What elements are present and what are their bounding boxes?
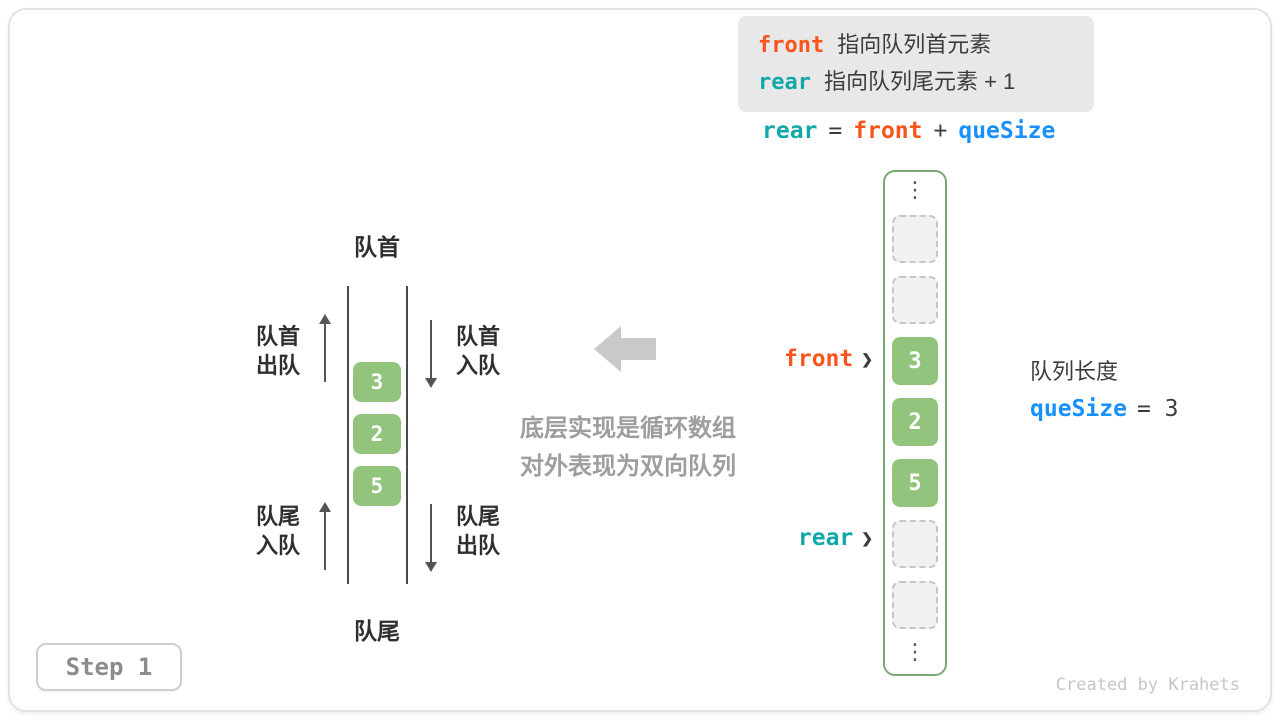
step-label: Step 1: [65, 653, 153, 681]
arrow-down-icon: [425, 504, 437, 572]
implementation-note-line2: 对外表现为双向队列: [520, 453, 736, 480]
arrow-down-icon: [425, 320, 437, 388]
array-cell-front: 3: [892, 337, 938, 385]
big-left-arrow-bar: [621, 338, 656, 360]
quesize-value: = 3: [1136, 396, 1179, 422]
array-cell-rear: [892, 520, 938, 568]
arrow-up-icon: [319, 502, 331, 570]
tail-dequeue-label: 队尾 出队: [446, 502, 510, 560]
deque-cell: 5: [353, 466, 401, 506]
equation-quesize: queSize: [958, 118, 1056, 144]
pointer-arrow-icon: ❯: [861, 351, 873, 367]
deque-head-label: 队首: [354, 234, 400, 260]
head-enqueue-line1: 队首: [455, 324, 500, 349]
deque-cell: 2: [353, 414, 401, 454]
quesize-keyword: queSize: [1030, 396, 1127, 422]
implementation-note: 底层实现是循环数组 对外表现为双向队列: [490, 410, 766, 486]
deque-tail-label: 队尾: [354, 618, 400, 644]
tail-enqueue-label: 队尾 入队: [246, 502, 310, 560]
front-pointer-label: front ❯: [763, 345, 873, 373]
legend-box: front 指向队列首元素 rear 指向队列尾元素 + 1: [738, 16, 1094, 112]
queue-length-label: 队列长度: [1030, 359, 1119, 384]
array-cell-empty: [892, 581, 938, 629]
canvas-card: [8, 8, 1272, 712]
tail-dequeue-line2: 出队: [455, 533, 500, 558]
rear-pointer-text: rear: [797, 525, 854, 551]
rear-equation: rear = front + queSize: [762, 118, 1055, 144]
rear-definition-text: 指向队列尾元素 + 1: [823, 69, 1016, 94]
circular-array: ⋮ 3 2 5 ⋮: [883, 170, 947, 676]
array-cell-empty: [892, 276, 938, 324]
equation-equals: =: [828, 118, 843, 144]
front-keyword: front: [758, 33, 825, 58]
head-dequeue-line2: 出队: [255, 353, 300, 378]
rear-pointer-label: rear ❯: [763, 524, 873, 552]
rear-definition-line: rear 指向队列尾元素 + 1: [758, 64, 1074, 101]
front-definition-line: front 指向队列首元素: [758, 27, 1074, 64]
big-left-arrow-icon: [594, 326, 656, 372]
quesize-value-line: queSize = 3: [1030, 396, 1178, 422]
equation-plus: +: [933, 118, 948, 144]
pointer-arrow-icon: ❯: [861, 530, 873, 546]
deque-cell: 3: [353, 362, 401, 402]
head-dequeue-label: 队首 出队: [246, 322, 310, 380]
credit-text: Created by Krahets: [1055, 675, 1240, 695]
deque-line-right: [406, 286, 408, 584]
tail-enqueue-line2: 入队: [255, 533, 300, 558]
implementation-note-line1: 底层实现是循环数组: [520, 415, 736, 442]
ellipsis-top-icon: ⋮: [904, 178, 926, 203]
step-indicator: Step 1: [36, 643, 182, 691]
tail-enqueue-line1: 队尾: [255, 504, 300, 529]
arrow-up-icon: [319, 314, 331, 382]
front-definition-text: 指向队列首元素: [837, 32, 992, 57]
head-enqueue-line2: 入队: [455, 353, 500, 378]
rear-keyword: rear: [758, 70, 811, 95]
head-enqueue-label: 队首 入队: [446, 322, 510, 380]
array-cell: 2: [892, 398, 938, 446]
tail-dequeue-line1: 队尾: [455, 504, 500, 529]
deque-line-left: [347, 286, 349, 584]
array-cell-empty: [892, 215, 938, 263]
equation-front: front: [853, 118, 923, 144]
ellipsis-bottom-icon: ⋮: [904, 640, 926, 665]
front-pointer-text: front: [784, 346, 854, 372]
queue-length-info: 队列长度 queSize = 3: [1030, 354, 1178, 422]
equation-rear: rear: [762, 118, 818, 144]
array-cell: 5: [892, 459, 938, 507]
big-left-arrow-head: [594, 326, 621, 372]
head-dequeue-line1: 队首: [255, 324, 300, 349]
